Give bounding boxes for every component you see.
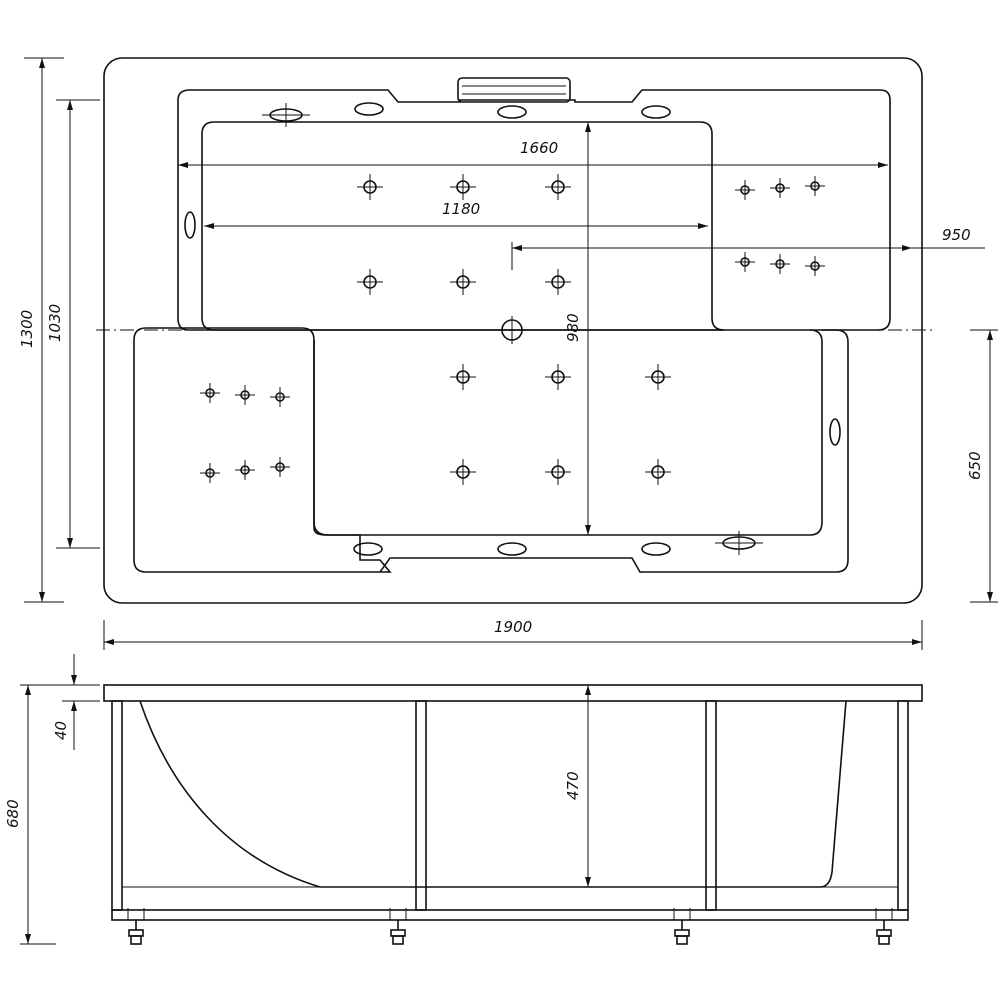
hydro-jet-icon <box>770 254 790 274</box>
hydro-jet-icon <box>645 364 671 390</box>
hydro-jet-icon <box>450 364 476 390</box>
hydro-jet-icon <box>450 269 476 295</box>
dim-jet-offset: 950 <box>942 226 971 244</box>
hydro-jet-icon <box>200 463 220 483</box>
hydro-jet-icon <box>270 457 290 477</box>
hydro-jet-icons <box>200 174 825 485</box>
hydro-jet-icon <box>235 460 255 480</box>
dim-inner-height: 470 <box>564 771 582 800</box>
dim-total-length: 1900 <box>494 618 532 636</box>
dim-inner-top-width: 1660 <box>520 139 558 157</box>
hydro-jet-icon <box>235 385 255 405</box>
upper-ledge-outline <box>177 89 891 331</box>
dim-rim-thickness: 40 <box>52 721 70 740</box>
dim-center-depth: 980 <box>564 313 582 342</box>
hydro-jet-icon <box>735 180 755 200</box>
hydro-jet-icon <box>770 178 790 198</box>
hydro-jet-icon <box>805 256 825 276</box>
left-seat-outline <box>133 327 392 573</box>
base-frame <box>111 909 909 921</box>
hydro-jet-icon <box>270 387 290 407</box>
hydro-jet-icon <box>545 269 571 295</box>
dim-inner-mid-width: 1180 <box>442 200 480 218</box>
hydro-jet-icon <box>645 459 671 485</box>
frame-posts <box>111 700 909 911</box>
lower-basin-outline <box>313 329 823 536</box>
hydro-jet-icon <box>357 174 383 200</box>
right-lower-ledge <box>379 329 849 573</box>
adjustable-feet <box>127 908 893 945</box>
hydro-jet-icon <box>735 252 755 272</box>
dim-total-depth: 1300 <box>18 310 36 348</box>
top-view-dimensions: 1660 1180 950 980 1300 1030 650 1900 <box>18 57 998 650</box>
dim-inner-depth: 1030 <box>46 304 64 342</box>
hydro-jet-icon <box>805 176 825 196</box>
tub-rim-side <box>103 684 923 702</box>
side-view-dimensions: 680 40 470 <box>4 654 591 945</box>
hydro-jet-icon <box>450 174 476 200</box>
hydro-jet-icon <box>545 364 571 390</box>
dim-lower-half: 650 <box>966 451 984 480</box>
side-view <box>103 684 923 945</box>
hydro-jet-icon <box>357 269 383 295</box>
hydro-jet-icon <box>545 459 571 485</box>
hydro-jet-icon <box>450 459 476 485</box>
hydro-jet-icon <box>200 383 220 403</box>
side-jet-icons <box>184 102 841 556</box>
top-view <box>96 57 932 604</box>
basin-profile <box>139 700 847 888</box>
hydro-jet-icon <box>545 174 571 200</box>
dim-total-height: 680 <box>4 799 22 828</box>
drain-icon <box>501 316 523 344</box>
headrest-icon <box>457 77 571 103</box>
